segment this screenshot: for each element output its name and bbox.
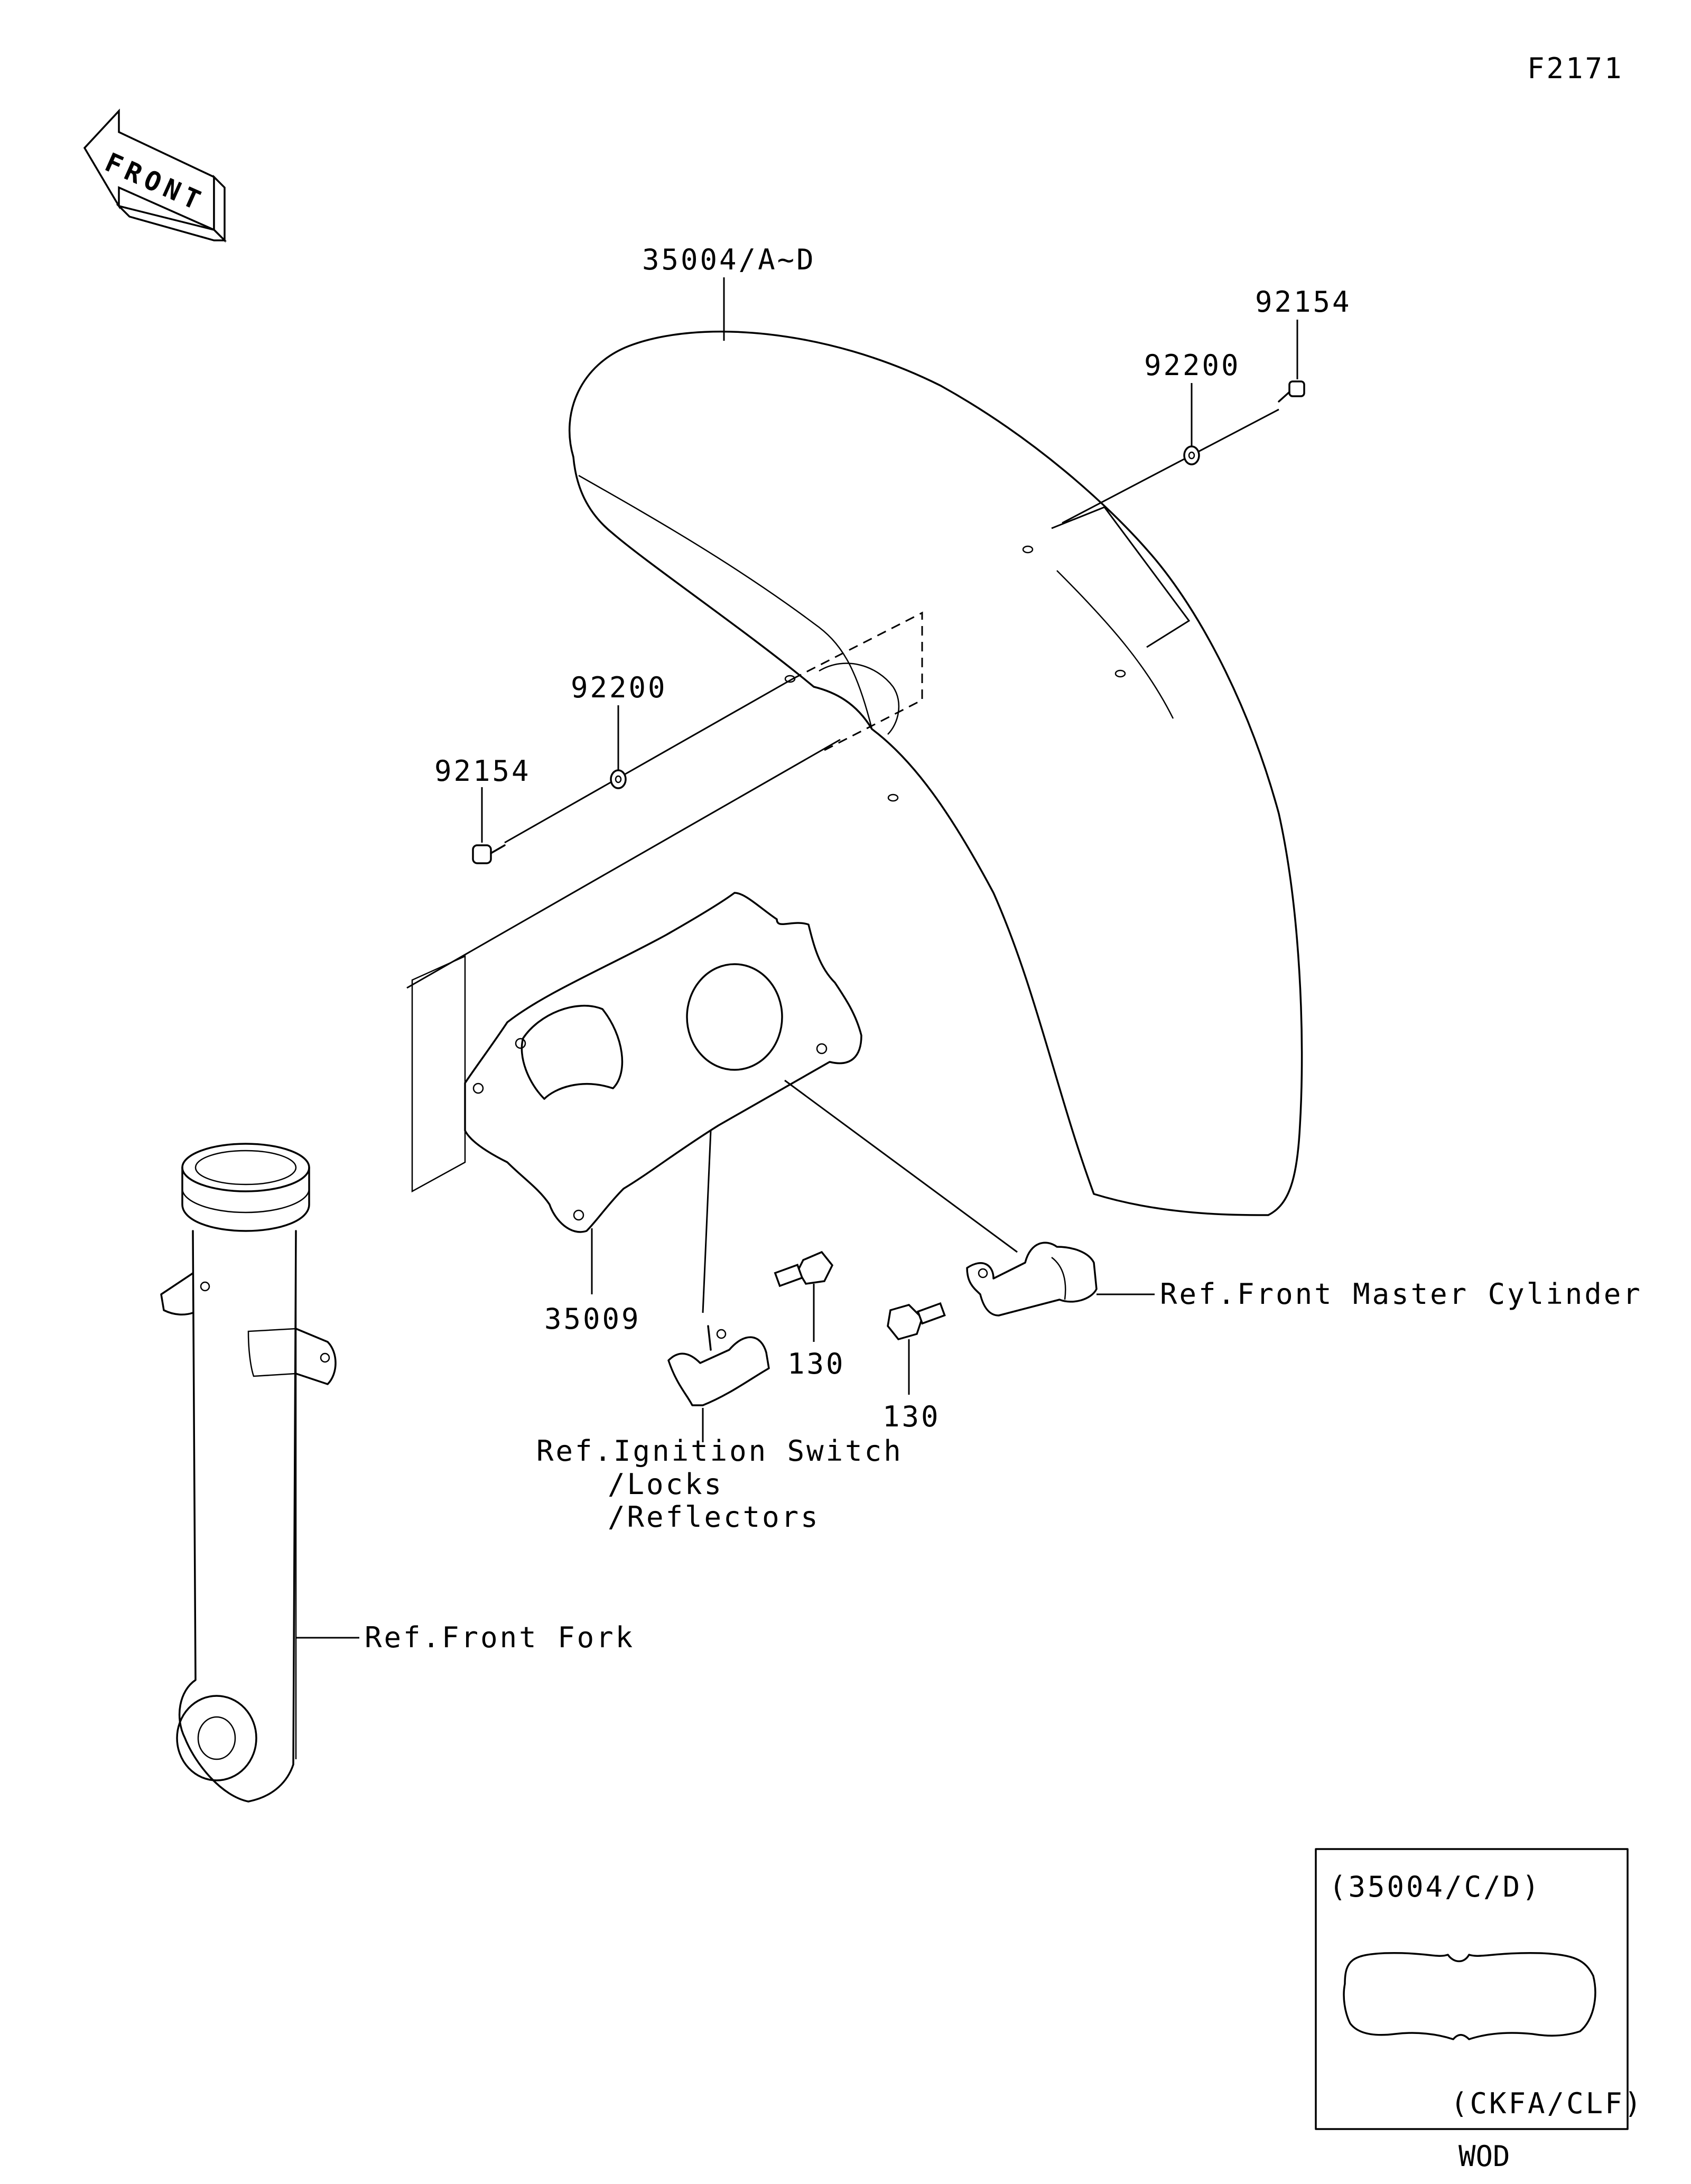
ref-master-cylinder: Ref.Front Master Cylinder [1160, 1277, 1642, 1311]
ref-ignition-line1: Ref.Ignition Switch [536, 1434, 903, 1468]
bolt-left-callout: 92154 [434, 754, 531, 788]
ref-ignition-line2: /Locks [608, 1468, 723, 1501]
fender-variant-shape [1343, 1952, 1596, 2040]
inset-panel: (35004/C/D) (CKFA/CLF) [1315, 1848, 1643, 2130]
master-cylinder-bracket [966, 1242, 1098, 1317]
washer-left-callout: 92200 [571, 671, 667, 704]
bolt-a-callout: 130 [787, 1347, 846, 1380]
inset-caption: WOD [1458, 2140, 1510, 2173]
ref-front-fork: Ref.Front Fork [365, 1621, 635, 1654]
bracket-callout: 35009 [544, 1302, 641, 1336]
washer-right-callout: 92200 [1144, 349, 1241, 382]
front-fork [160, 1143, 337, 1803]
fender-bracket [411, 892, 862, 1233]
inset-title: (35004/C/D) [1329, 1870, 1541, 1903]
reflector-bracket [667, 1325, 770, 1406]
front-arrow-icon: FRONT [83, 108, 227, 243]
bolt-92154-right [1278, 380, 1305, 403]
ref-ignition-line3: /Reflectors [608, 1500, 820, 1534]
bolt-right-callout: 92154 [1255, 285, 1352, 319]
diagram-id: F2171 [1527, 52, 1624, 85]
washer-92200-left [610, 769, 627, 789]
washer-92200-right [1183, 445, 1200, 465]
fender-callout: 35004/A~D [642, 243, 816, 276]
bolt-92154-left [472, 844, 506, 864]
bolt-130-a [774, 1250, 834, 1287]
inset-variant: (CKFA/CLF) [1451, 2087, 1643, 2120]
bolt-b-callout: 130 [882, 1400, 941, 1433]
front-fender [569, 330, 1303, 1216]
bolt-130-b [887, 1302, 946, 1341]
